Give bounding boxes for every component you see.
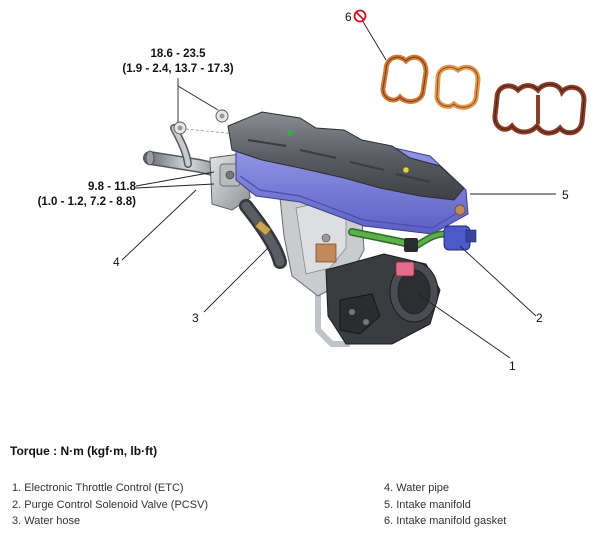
callout-4: 4 — [113, 255, 120, 269]
gasket-middle — [434, 64, 481, 110]
callout-2: 2 — [536, 311, 543, 325]
legend-item: 2. Purge Control Solenoid Valve (PCSV) — [12, 498, 209, 511]
bolt-upper-right — [215, 109, 229, 123]
torque-upper-value: 18.6 - 23.5 — [151, 48, 207, 60]
water-hose — [239, 199, 287, 269]
torque-lower-detail: (1.0 - 1.2, 7.2 - 8.8) — [38, 196, 137, 208]
callout-1: 1 — [509, 359, 516, 373]
legend-item: 1. Electronic Throttle Control (ETC) — [12, 482, 184, 494]
legend-item: 3. Water hose — [12, 515, 81, 527]
gasket-left — [380, 54, 429, 104]
legend-column-right: 4. Water pipe 5. Intake manifold 6. Inta… — [384, 480, 506, 530]
bolt-upper-left — [173, 121, 187, 135]
lower-pipe — [315, 290, 350, 347]
legend-item: 5. Intake manifold — [384, 498, 471, 511]
intake-manifold — [227, 111, 469, 235]
legend-item: 4. Water pipe — [384, 482, 450, 494]
intake-manifold-gasket — [380, 54, 587, 136]
callout-6: 6 — [345, 10, 352, 24]
torque-units-title: Torque : N·m (kgf·m, lb·ft) — [10, 444, 158, 458]
callout-3: 3 — [192, 311, 199, 325]
purge-control-solenoid-valve — [348, 225, 477, 252]
leader-lines — [121, 19, 556, 359]
torque-lower-value: 9.8 - 11.8 — [88, 181, 137, 193]
callout-5: 5 — [562, 188, 569, 202]
intake-manifold-diagram: 18.6 - 23.5 (1.9 - 2.4, 13.7 - 17.3) 9.8… — [38, 9, 587, 373]
torque-upper-detail: (1.9 - 2.4, 13.7 - 17.3) — [122, 63, 233, 75]
legend-item: 6. Intake manifold gasket — [384, 515, 507, 527]
no-reuse-icon — [353, 9, 367, 23]
electronic-throttle-control — [325, 253, 441, 345]
legend-column-left: 1. Electronic Throttle Control (ETC) 2. … — [12, 480, 208, 530]
manifold-cover — [227, 111, 465, 201]
